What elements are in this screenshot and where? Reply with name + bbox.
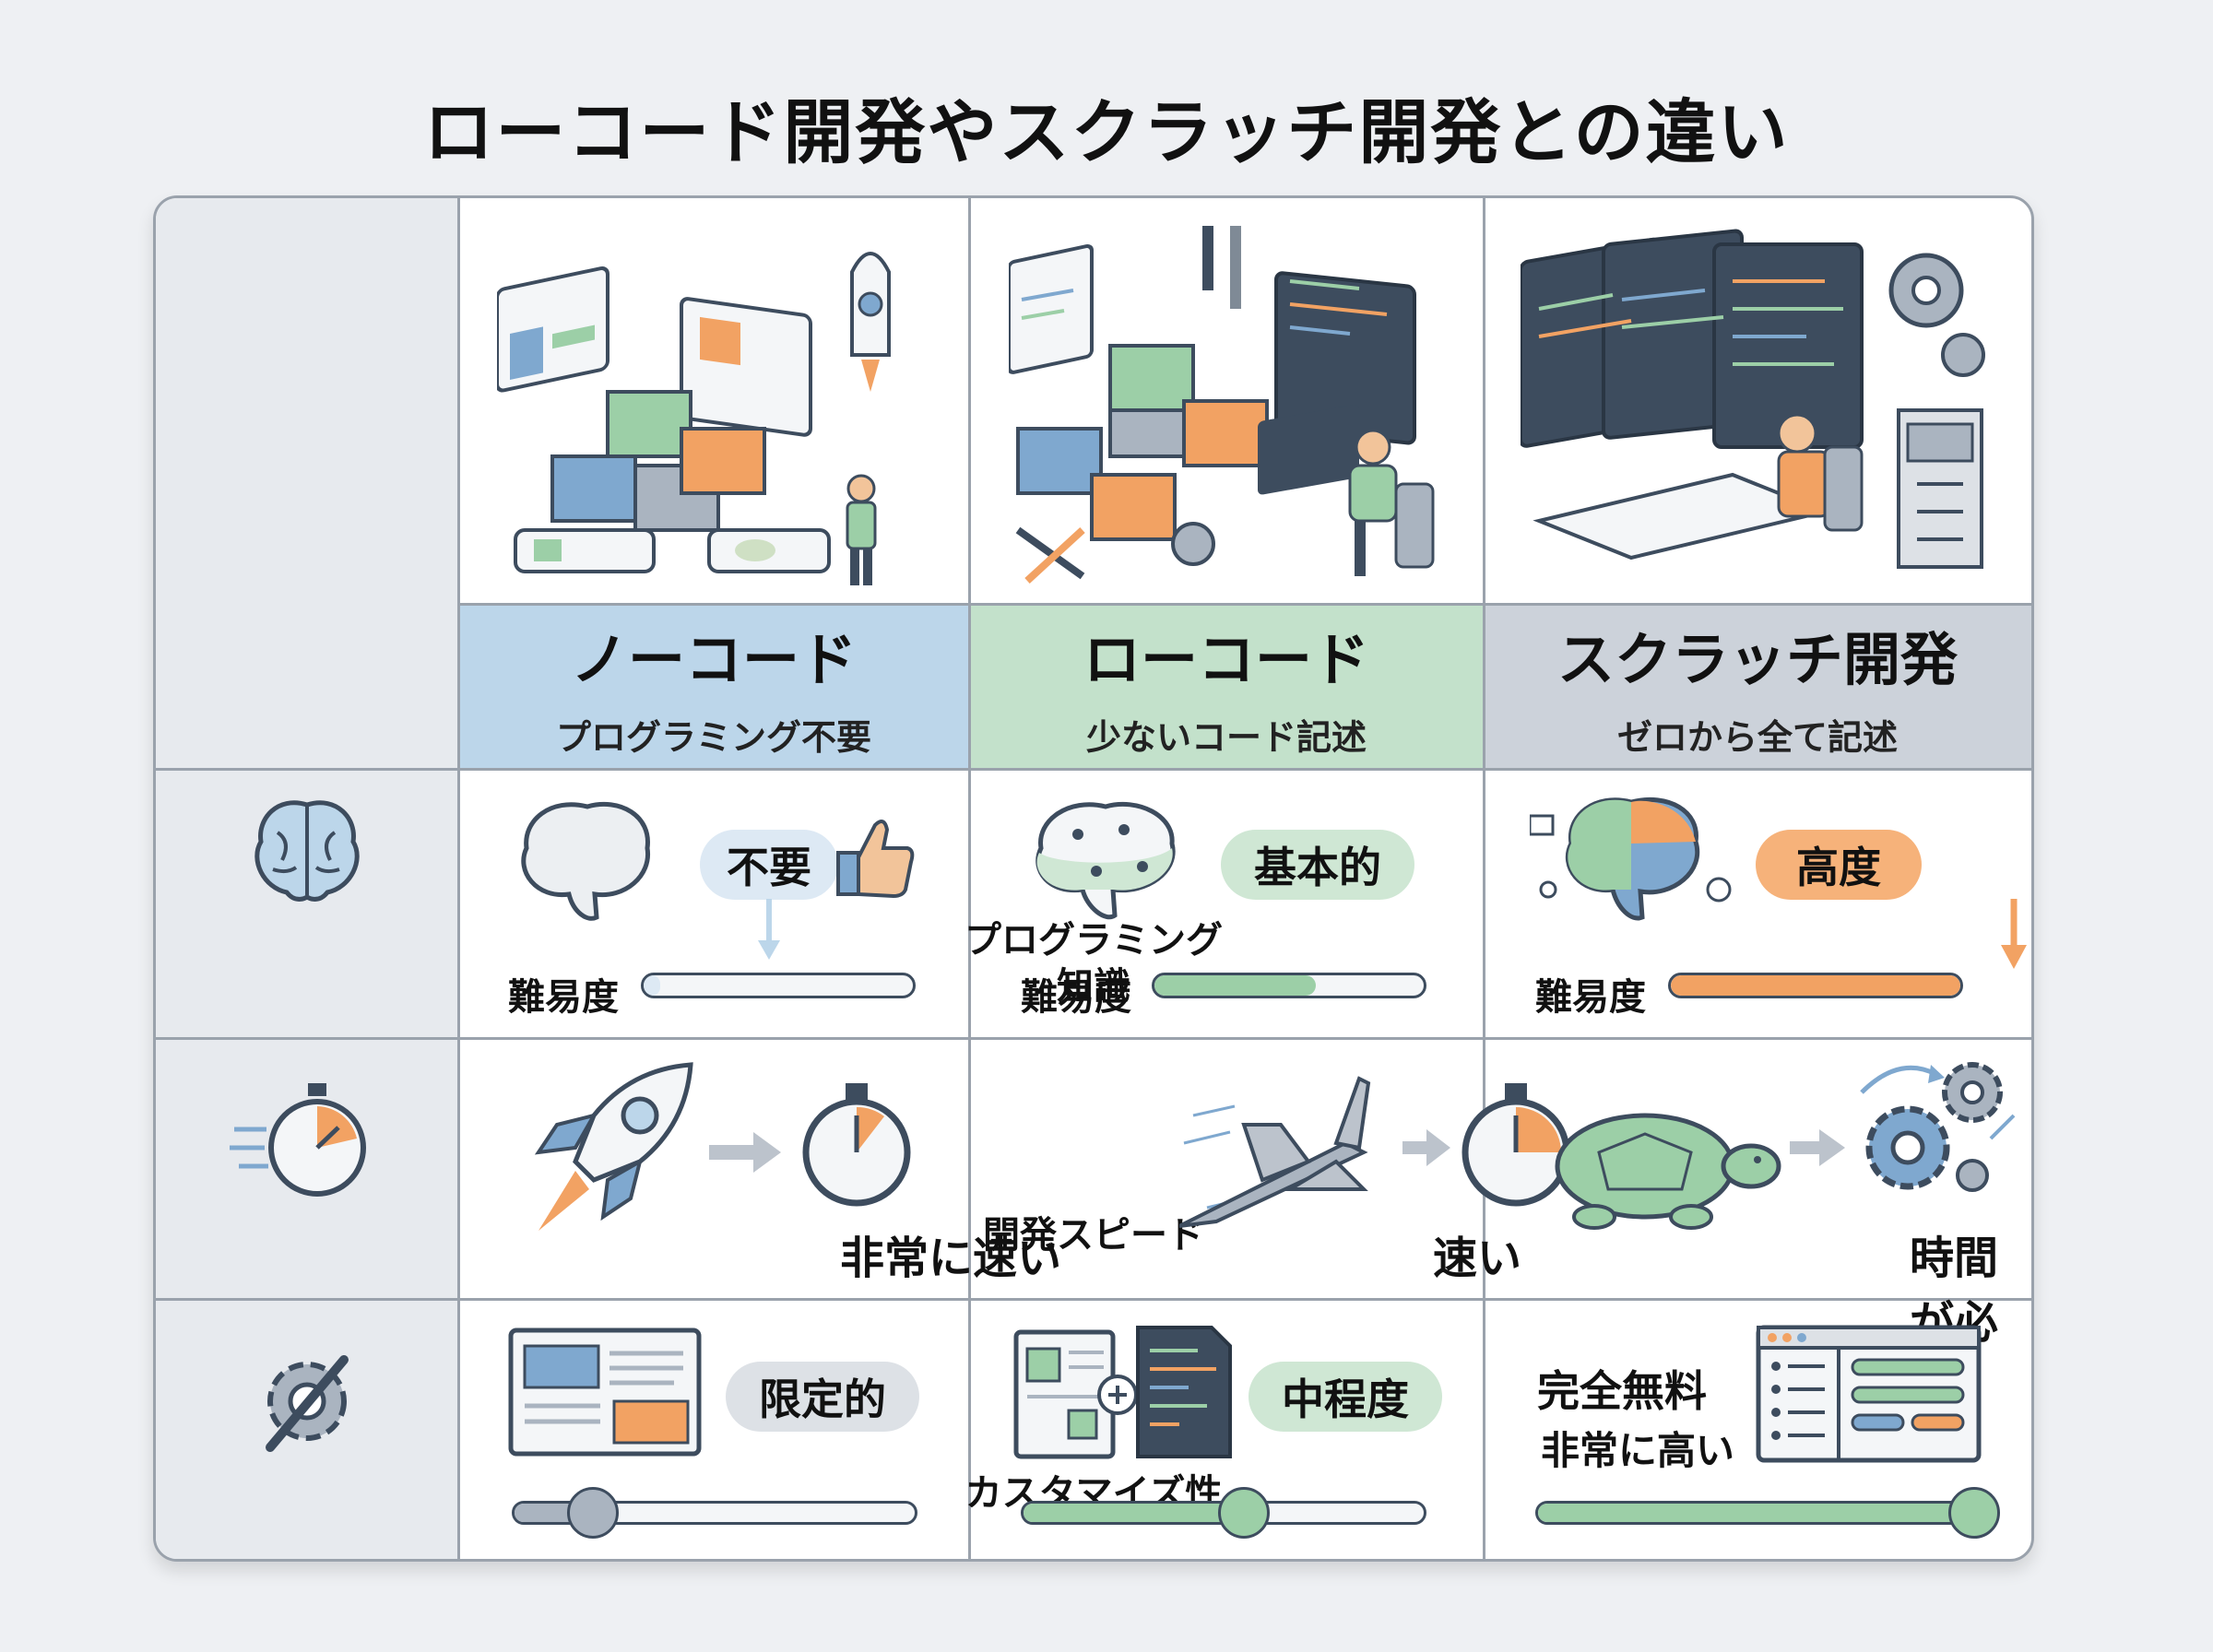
brain-icon [254,800,360,902]
difficulty-label: 難易度 [508,976,619,1019]
speed-value-no-code: 非常に速い [840,1233,1062,1284]
right-arrow-icon [1790,1129,1845,1166]
difficulty-bar-no-code [641,973,916,998]
customization-value-scratch: 完全無料 [1537,1366,1707,1416]
row-label-speed: 開発スピード [983,1214,1204,1257]
gear-wrench-icon [266,1355,349,1452]
column-subtitle: プログラミング不要 [555,716,871,758]
customization-slider-scratch[interactable] [1535,1501,1978,1525]
turtle-icon [1555,1113,1781,1230]
low-code-illustration [1009,226,1435,584]
knowledge-value-no-code: 不要 [700,830,838,900]
comparison-table: ノーコード プログラミング不要 ローコード 少ないコード記述 スクラッチ開発 ゼ… [153,195,2034,1562]
right-arrow-icon [709,1132,781,1173]
slider-knob[interactable] [1948,1487,2000,1539]
slider-knob[interactable] [1218,1487,1270,1539]
column-subtitle: ゼロから全て記述 [1616,716,1898,758]
knowledge-value-low-code: 基本的 [1221,830,1414,900]
column-header-no-code: ノーコード プログラミング不要 [458,604,969,768]
column-title: ローコード [1083,625,1369,693]
brain-outline-icon [521,801,651,921]
stopwatch-icon [802,1083,911,1207]
no-code-illustration [497,252,891,585]
gears-icon [1860,1062,2016,1192]
down-arrow-icon [2001,899,2027,969]
customization-value-low-code: 中程度 [1249,1362,1442,1432]
right-arrow-icon [1402,1129,1450,1166]
difficulty-label: 難易度 [1021,976,1131,1019]
slider-knob[interactable] [567,1487,619,1539]
rocket-icon [534,1062,693,1231]
brain-network-icon [1035,801,1176,920]
settings-panel-icon [1756,1325,1982,1463]
brain-colored-icon [1530,796,1732,921]
column-title: ノーコード [570,625,857,693]
thumbs-up-icon [836,820,915,899]
column-title: スクラッチ開発 [1556,625,1958,693]
column-subtitle: 少ないコード記述 [1085,716,1367,758]
layout-page-icon [508,1328,702,1457]
difficulty-label: 難易度 [1535,976,1646,1019]
page-title: ローコード開発やスクラッチ開発との違い [423,91,1790,173]
column-header-low-code: ローコード 少ないコード記述 [969,604,1484,768]
customization-value-scratch-detail: 非常に高い [1541,1428,1735,1473]
down-arrow-icon [758,899,780,960]
row-label-knowledge: プログラミング 知識 [964,919,1223,1008]
knowledge-value-scratch: 高度 [1756,830,1922,900]
code-merge-icon [1013,1326,1232,1459]
difficulty-bar-low-code [1152,973,1426,998]
column-header-scratch: スクラッチ開発 ゼロから全て記述 [1484,604,2031,768]
scratch-illustration [1521,229,1985,569]
stopwatch-icon [230,1083,366,1197]
customization-value-no-code: 限定的 [726,1362,919,1432]
difficulty-bar-scratch [1668,973,1963,998]
speed-value-low-code: 速い [1433,1233,1522,1284]
jet-icon [1179,1076,1371,1228]
